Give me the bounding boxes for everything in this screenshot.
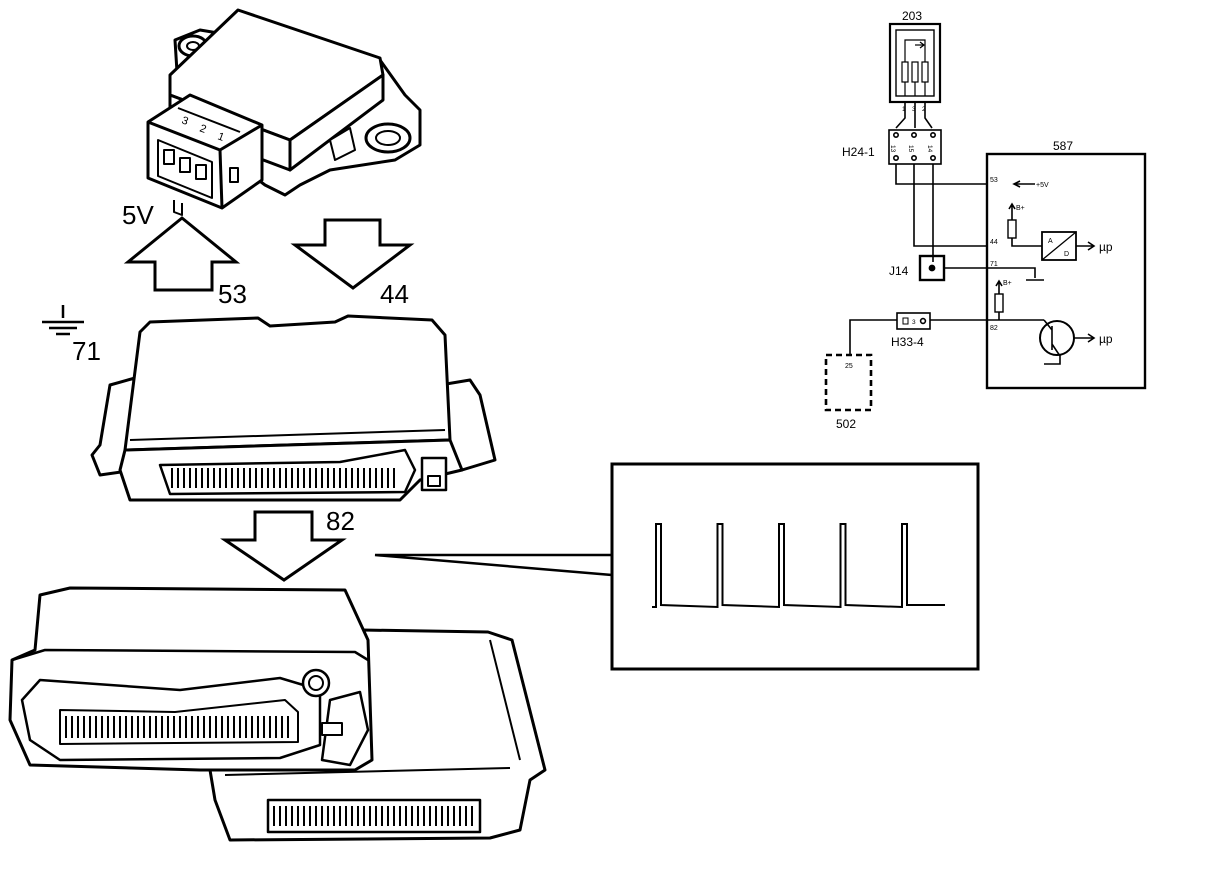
- ground-symbol: [42, 305, 84, 336]
- ecu-illustration: [90, 314, 497, 502]
- module-pin-label: 25: [845, 363, 853, 370]
- pulse-waveform: [652, 523, 945, 609]
- h24-pin-label: 13: [889, 145, 896, 153]
- svg-text:3: 3: [180, 115, 190, 128]
- arrow-down-82: [220, 510, 347, 582]
- microprocessor-label: µp: [1099, 240, 1113, 254]
- resistor-icon: [1007, 219, 1017, 239]
- sensor-pin-label: 2: [922, 106, 926, 113]
- sensor-pin-label: 3: [912, 106, 916, 113]
- splice-j14-label: J14: [889, 264, 909, 278]
- callout-pointer: [374, 553, 614, 577]
- supply-label: B+: [1016, 205, 1025, 212]
- h33-pin-label: 3: [912, 319, 916, 326]
- ecu-pin-label: 71: [990, 261, 998, 268]
- supply-label: B+: [1003, 280, 1012, 287]
- pin-71-label: 71: [72, 336, 101, 366]
- ecu-587-label: 587: [1053, 139, 1073, 153]
- arrow-down-44: [290, 218, 415, 290]
- ecu-pin-label: 82: [990, 325, 998, 332]
- pin-53-label: 53: [218, 279, 247, 309]
- adc-d-label: D: [1064, 251, 1069, 258]
- pin-82-label: 82: [326, 506, 355, 536]
- resistor-icon: [901, 61, 909, 83]
- module-rear-pins: [273, 806, 473, 826]
- schematic-labels: 203 1 3 2 H24-1 13 15 14 587 53 +5V B+ 4…: [836, 9, 1113, 431]
- sensor-203-label: 203: [902, 9, 922, 23]
- arrow-up-5v: [123, 216, 241, 292]
- transistor-icon: [1039, 320, 1075, 356]
- connector-h33-box: [896, 312, 931, 330]
- adc-a-label: A: [1048, 238, 1053, 245]
- ref-voltage-label: +5V: [1036, 182, 1049, 189]
- connector-h24-label: H24-1: [842, 145, 875, 159]
- throttle-sensor-illustration: [146, 8, 422, 216]
- svg-text:1: 1: [216, 131, 226, 144]
- module-502-box: [824, 353, 873, 412]
- sensor-pin-label: 1: [902, 106, 906, 113]
- pin-44-label: 44: [380, 279, 409, 309]
- receiving-module-illustration: [8, 586, 547, 842]
- oscilloscope-frame: [610, 462, 980, 671]
- module-502-label: 502: [836, 417, 856, 431]
- ecu-587-box: [985, 152, 1147, 390]
- svg-text:2: 2: [198, 123, 208, 136]
- ecu-connector-pins: [171, 468, 395, 488]
- connector-h24-box: [888, 129, 942, 165]
- resistor-icon: [994, 293, 1004, 313]
- voltage-label: 5V: [122, 200, 154, 230]
- ecu-pin-label: 44: [990, 239, 998, 246]
- wiring-schematic: [824, 22, 1147, 412]
- connector-h33-label: H33-4: [891, 335, 924, 349]
- h24-pin-label: 14: [926, 145, 933, 153]
- module-front-pins: [65, 716, 289, 738]
- h24-pin-label: 15: [907, 145, 914, 153]
- resistor-icon: [921, 61, 929, 83]
- sensor-pin-marks: 3 2 1: [180, 115, 226, 144]
- ecu-pin-label: 53: [990, 177, 998, 184]
- microprocessor-label: µp: [1099, 332, 1113, 346]
- resistor-icon: [911, 61, 919, 83]
